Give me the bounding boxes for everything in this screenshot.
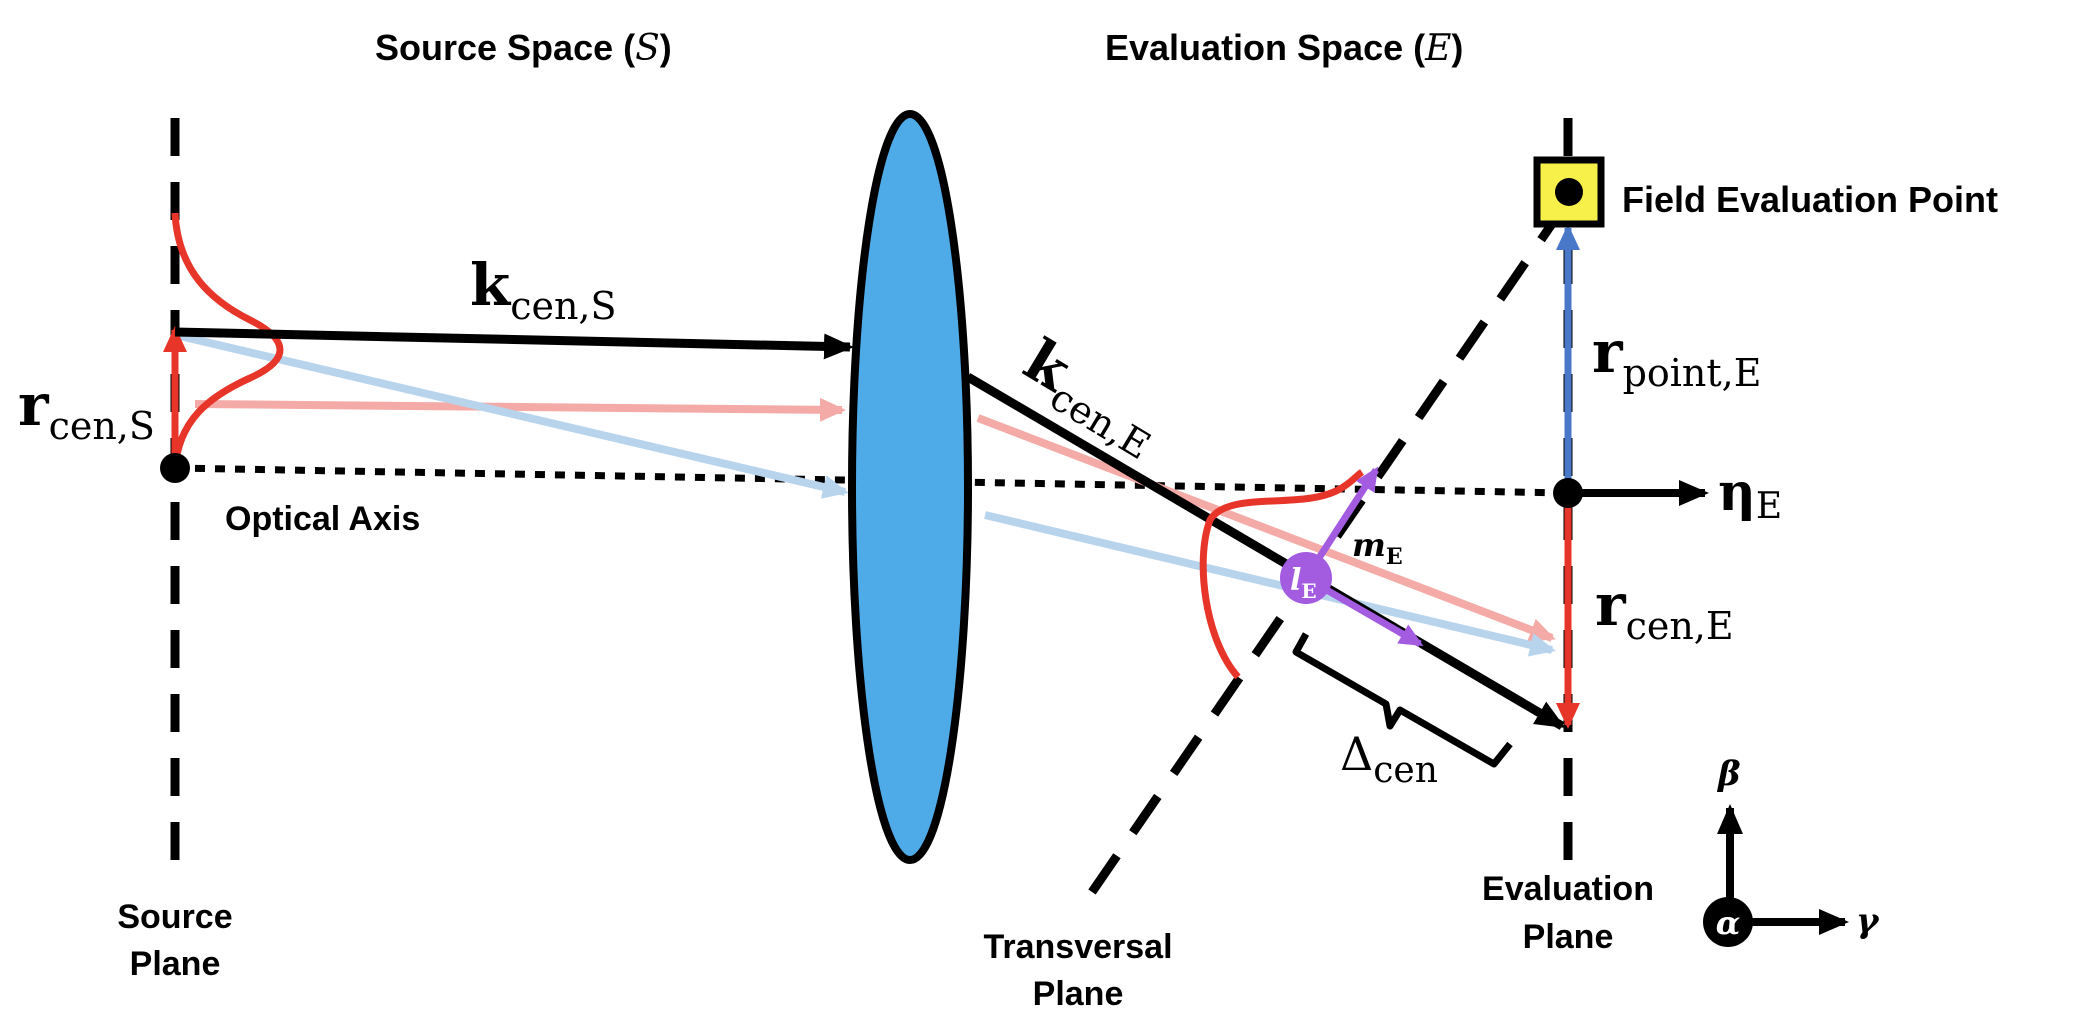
lens	[848, 110, 972, 864]
transversal-plane-label-line2: Plane	[1033, 975, 1124, 1013]
field-evaluation-point-label: Field Evaluation Point	[1622, 179, 1998, 220]
r-point-e-label: rpoint,E	[1592, 318, 1761, 395]
l-e-label: lE	[1290, 563, 1317, 603]
gamma-label: γ	[1856, 901, 1880, 941]
optical-axis-label: Optical Axis	[225, 500, 420, 538]
r-cen-s-label: rcen,S	[18, 371, 155, 448]
beta-label: β	[1716, 754, 1741, 794]
transversal-beam-profile	[1199, 469, 1365, 680]
alpha-label: α	[1716, 904, 1741, 942]
source-space-heading: Source Space (S)	[375, 27, 672, 69]
source-center-dot	[160, 453, 190, 483]
evaluation-space-heading: Evaluation Space (E)	[1105, 27, 1463, 69]
source-plane-label-line1: Source	[117, 898, 232, 936]
faint-blue-ray-source	[179, 332, 849, 499]
evaluation-axis-dot	[1553, 478, 1583, 508]
faint-red-ray-eval	[976, 414, 1556, 642]
eta-e-label: ηE	[1718, 462, 1782, 527]
faint-red-ray-source	[194, 397, 846, 422]
source-plane-label-line2: Plane	[130, 945, 221, 983]
transversal-plane-label-line1: Transversal	[983, 928, 1172, 966]
delta-cen-bracket	[1292, 632, 1513, 768]
transversal-plane-line	[1088, 215, 1560, 895]
field-evaluation-point-dot	[1555, 178, 1583, 206]
r-cen-e-label: rcen,E	[1595, 571, 1734, 648]
l-e-circle	[1280, 552, 1332, 604]
alpha-axis-dot	[1703, 897, 1753, 947]
faint-blue-ray-eval	[984, 511, 1556, 657]
delta-cen-label: Δcen	[1340, 727, 1438, 791]
k-cen-s-arrow	[174, 327, 854, 360]
m-e-label: mE	[1352, 526, 1403, 570]
evaluation-plane-label-line1: Evaluation	[1482, 870, 1654, 908]
k-cen-s-label: kcen,S	[470, 251, 617, 328]
evaluation-plane-label-line2: Plane	[1523, 918, 1614, 956]
source-beam-profile	[171, 212, 284, 471]
k-cen-e-arrow	[965, 373, 1566, 730]
